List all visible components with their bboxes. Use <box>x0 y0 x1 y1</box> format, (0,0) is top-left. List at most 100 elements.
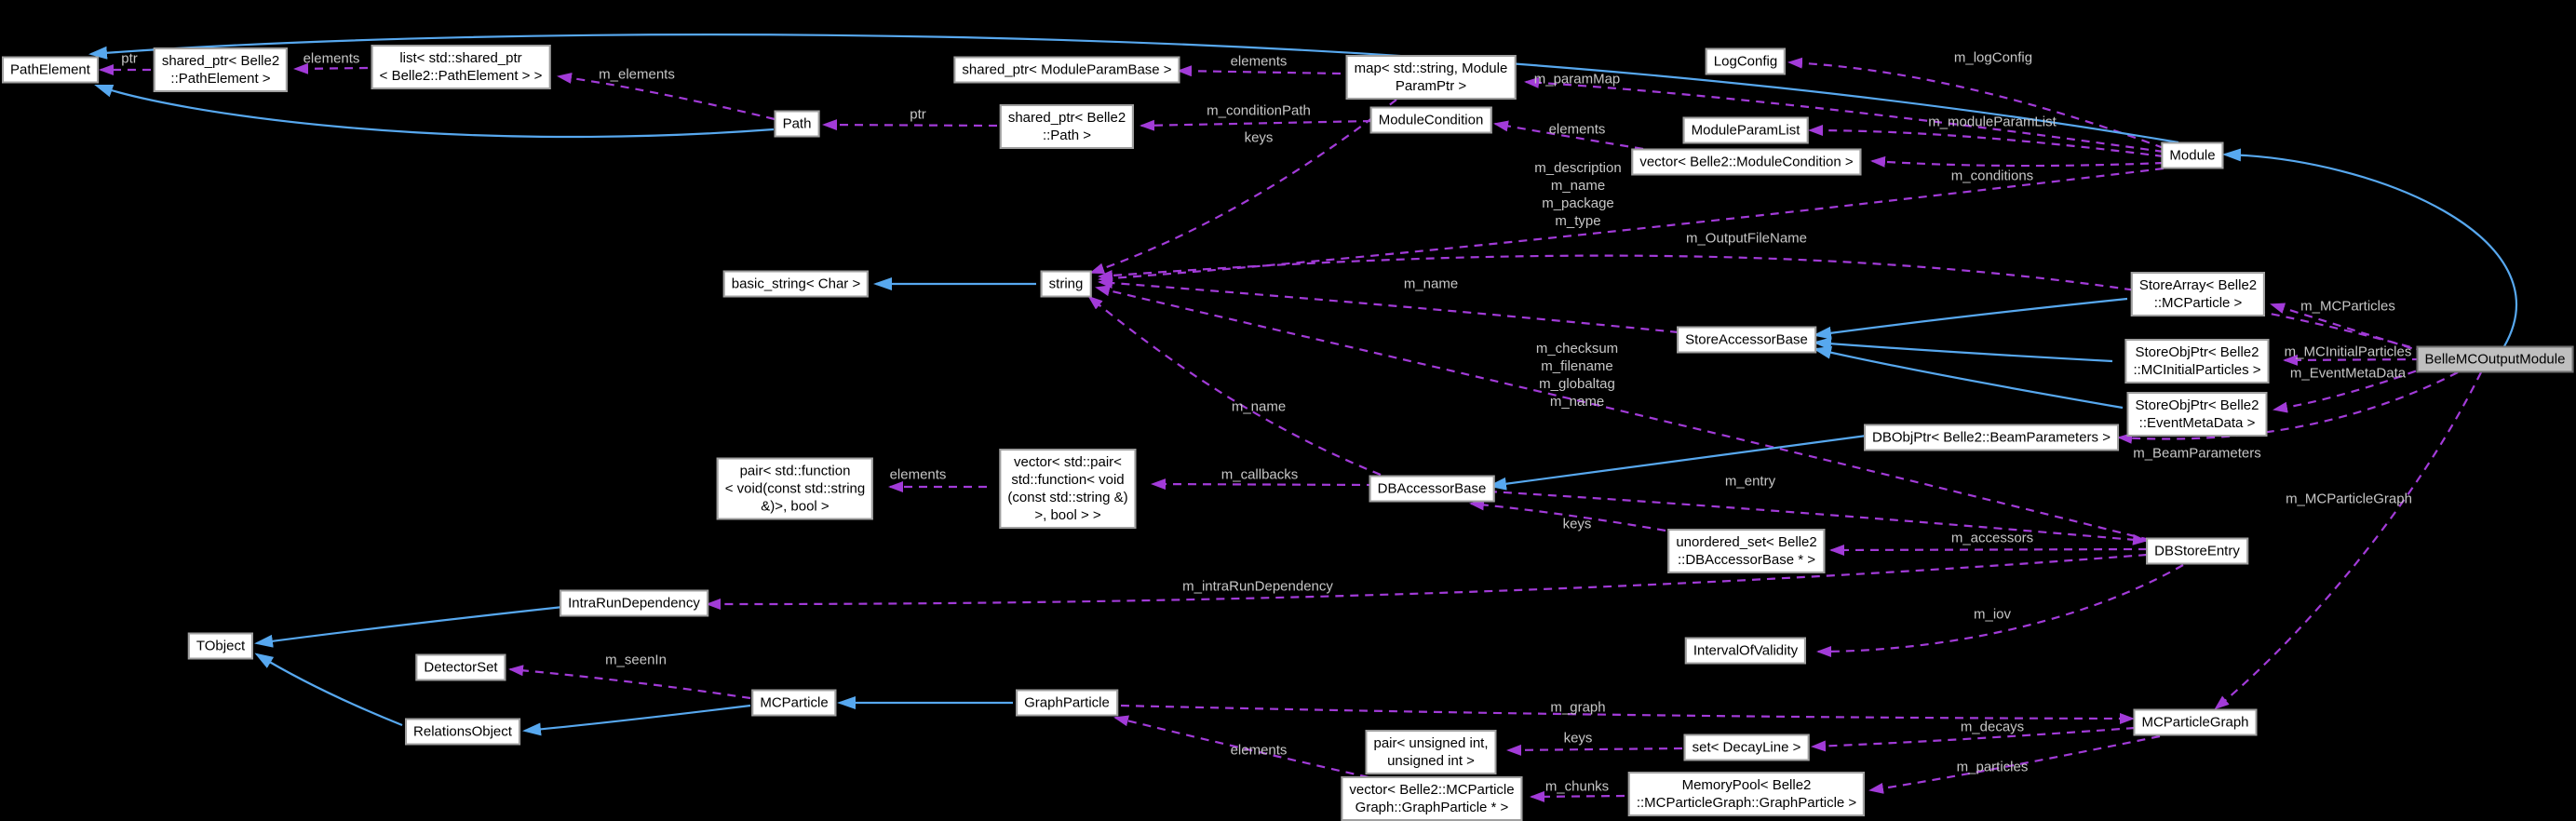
edge-inherit-intrarundep-tobject <box>254 605 564 648</box>
edge-label-elements-4: elements <box>889 466 947 483</box>
node-storeaccessorbase[interactable]: StoreAccessorBase <box>1677 326 1816 354</box>
node-module[interactable]: Module <box>2161 141 2224 169</box>
edge-inherit-module-pathelement <box>88 34 2179 144</box>
edge-label-m-mcinitialparticles: m_MCInitialParticles <box>2284 343 2412 360</box>
node-shared-ptr-path[interactable]: shared_ptr< Belle2::Path > <box>999 104 1135 149</box>
edge-label-m-entry: m_entry <box>1724 473 1776 490</box>
edge-label-module-string-members: m_description m_name m_package m_type <box>1534 160 1622 229</box>
node-shared-ptr-pathelement[interactable]: shared_ptr< Belle2::PathElement > <box>153 47 289 92</box>
node-basic-string-char[interactable]: basic_string< Char > <box>722 270 870 298</box>
node-storearray-mcparticle[interactable]: StoreArray< Belle2::MCParticle > <box>2130 272 2266 316</box>
edge-m-chunks <box>1530 790 1625 802</box>
edge-inherit-storearray-sab <box>1813 297 2128 340</box>
edge-m-mcinitialparticles <box>2283 354 2421 366</box>
node-storeobjptr-eventmetadata[interactable]: StoreObjPtr< Belle2::EventMetaData > <box>2126 392 2268 437</box>
edge-dbstoreentry-string-members <box>1095 285 2151 542</box>
edge-label-m-decays: m_decays <box>1960 719 2025 735</box>
edge-label-m-graph: m_graph <box>1550 699 1606 716</box>
node-pathelement[interactable]: PathElement <box>2 56 99 84</box>
edge-label-m-name-storeaccessor: m_name <box>1403 276 1459 292</box>
node-bellemcoutputmodule[interactable]: BelleMCOutputModule <box>2416 345 2574 373</box>
edge-m-particles <box>1868 734 2161 794</box>
node-path[interactable]: Path <box>774 110 820 138</box>
node-intervalofvalidity[interactable]: IntervalOfValidity <box>1684 637 1807 665</box>
edge-m-beamparameters <box>2117 371 2459 444</box>
edge-label-m-moduleparamlist: m_moduleParamList <box>1928 114 2057 130</box>
node-vector-pair-function-bool[interactable]: vector< std::pair<std::function< void(co… <box>999 449 1137 529</box>
edge-m-moduleparamlist <box>1808 125 2165 158</box>
edge-label-ptr-1: ptr <box>121 50 138 67</box>
node-storeobjptr-mcinitialparticles[interactable]: StoreObjPtr< Belle2::MCInitialParticles … <box>2124 339 2270 384</box>
edge-m-name-dbaccessor <box>1087 295 1382 477</box>
edge-label-keys-set-pair: keys <box>1563 730 1593 747</box>
edge-label-m-conditionpath: m_conditionPath <box>1207 102 1311 119</box>
edge-label-elements-2: elements <box>1230 53 1288 70</box>
node-modulecondition[interactable]: ModuleCondition <box>1369 106 1492 134</box>
edge-label-m-eventmetadata: m_EventMetaData <box>2289 365 2407 382</box>
edge-inherit-dbobjptr-dba <box>1488 434 1868 491</box>
node-pair-unsigned-int[interactable]: pair< unsigned int,unsigned int > <box>1365 730 1497 774</box>
edge-label-m-beamparameters: m_BeamParameters <box>2133 445 2261 462</box>
edge-label-m-callbacks: m_callbacks <box>1221 466 1299 483</box>
edge-m-callbacks <box>1151 478 1376 491</box>
edge-keys-map-string <box>1089 99 1397 275</box>
edge-m-name-storeaccessor <box>1098 277 1679 334</box>
node-set-decayline[interactable]: set< DecayLine > <box>1683 734 1810 761</box>
node-pair-function-bool[interactable]: pair< std::function< void(const std::str… <box>716 457 874 520</box>
node-graphparticle[interactable]: GraphParticle <box>1016 689 1118 717</box>
edge-label-keys-map-string: keys <box>1244 129 1274 146</box>
node-relationsobject[interactable]: RelationsObject <box>405 718 520 746</box>
edge-label-keys-uset-dba: keys <box>1562 516 1592 532</box>
edge-label-m-accessors: m_accessors <box>1950 530 2034 546</box>
edge-m-mcparticles <box>2270 303 2427 355</box>
node-tobject[interactable]: TObject <box>187 632 254 660</box>
edge-m-conditions <box>1870 155 2165 168</box>
node-detectorset[interactable]: DetectorSet <box>415 653 506 681</box>
node-mcparticlegraph[interactable]: MCParticleGraph <box>2133 708 2258 736</box>
edge-m-intrarundependency <box>706 553 2148 611</box>
edge-m-conditionpath <box>1140 119 1372 131</box>
edge-label-elements-5: elements <box>1230 742 1288 759</box>
edge-m-graph <box>1120 704 2135 724</box>
edge-ptr-2 <box>822 119 998 131</box>
node-string[interactable]: string <box>1040 270 1092 298</box>
edge-inherit-storeobjptrmci-sab <box>1813 337 2113 363</box>
edge-m-elements <box>557 72 775 121</box>
edge-module-string-members <box>1098 167 2165 284</box>
edge-inherit-relationsobject-tobject <box>254 653 403 727</box>
node-dbstoreentry[interactable]: DBStoreEntry <box>2146 537 2248 565</box>
edge-label-m-intrarundependency: m_intraRunDependency <box>1182 578 1333 595</box>
edge-keys-set-pair <box>1506 744 1683 756</box>
edge-label-m-seenin: m_seenIn <box>605 652 667 668</box>
node-dbobjptr-beamparameters[interactable]: DBObjPtr< Belle2::BeamParameters > <box>1864 424 2119 451</box>
edge-m-entry <box>1488 490 2148 545</box>
node-intrarundependency[interactable]: IntraRunDependency <box>560 589 708 617</box>
node-mcparticle[interactable]: MCParticle <box>751 689 837 717</box>
node-logconfig[interactable]: LogConfig <box>1705 47 1787 75</box>
node-memorypool-graphparticle[interactable]: MemoryPool< Belle2::MCParticleGraph::Gra… <box>1627 772 1866 816</box>
edge-label-m-iov: m_iov <box>1973 606 2012 623</box>
node-vector-modulecondition[interactable]: vector< Belle2::ModuleCondition > <box>1631 148 1862 176</box>
edge-elements-5 <box>1113 715 1369 779</box>
edge-inherit-mcparticle-relationsobject <box>522 704 751 736</box>
edge-label-m-particles: m_particles <box>1956 759 2029 775</box>
edge-m-seenin <box>508 665 751 700</box>
edge-m-parammap <box>1524 76 2165 154</box>
edge-m-eventmetadata <box>2273 364 2431 413</box>
edge-label-dbstoreentry-string-members: m_checksum m_filename m_globaltag m_name <box>1535 341 1619 410</box>
node-moduleparamlist[interactable]: ModuleParamList <box>1682 116 1809 144</box>
node-dbaccessorbase[interactable]: DBAccessorBase <box>1369 475 1495 503</box>
edge-elements-2 <box>1177 65 1342 77</box>
node-shared-ptr-moduleparambase[interactable]: shared_ptr< ModuleParamBase > <box>953 56 1180 84</box>
edge-label-m-logconfig: m_logConfig <box>1953 49 2033 66</box>
edge-elements-3 <box>1493 120 1644 151</box>
edge-label-m-parammap: m_paramMap <box>1533 71 1621 87</box>
node-list-shared-ptr-pathelement[interactable]: list< std::shared_ptr< Belle2::PathEleme… <box>371 45 551 89</box>
node-unordered-set-dbaccessorbase[interactable]: unordered_set< Belle2::DBAccessorBase * … <box>1667 529 1826 573</box>
edge-m-iov <box>1816 564 2184 657</box>
edge-label-ptr-2: ptr <box>910 106 926 123</box>
